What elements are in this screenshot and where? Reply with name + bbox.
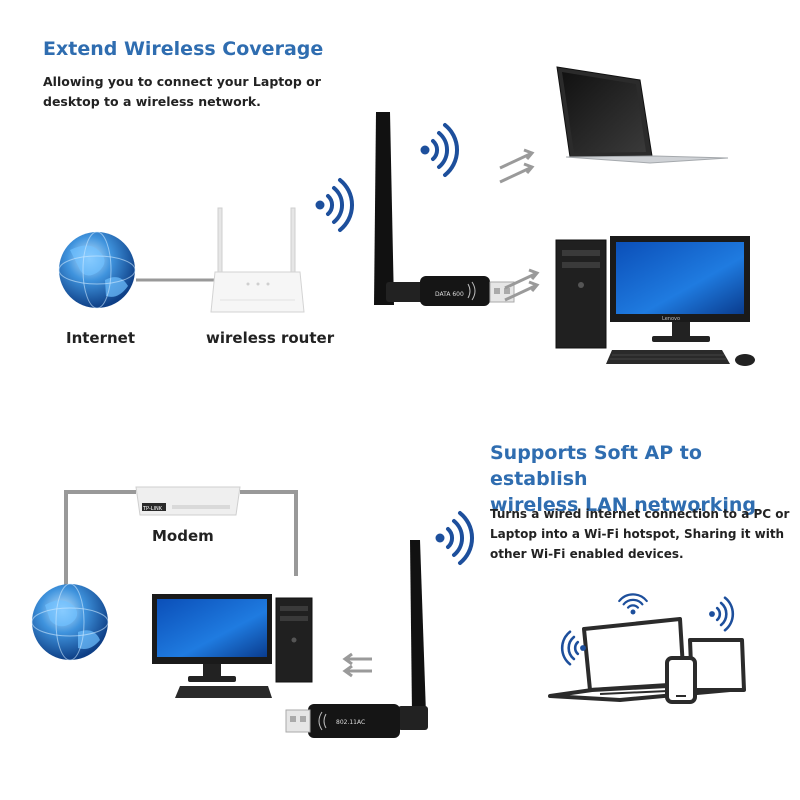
laptop-icon bbox=[688, 638, 746, 692]
arrow-icon bbox=[503, 268, 539, 290]
description-line: desktop to a wireless network. bbox=[43, 94, 261, 109]
usb-wifi-adapter-icon: 802.11AC bbox=[285, 540, 428, 738]
desktop-icon: Lenovo bbox=[555, 236, 755, 366]
usb-wifi-adapter-icon: DATA 600 bbox=[374, 112, 515, 306]
wifi-signal-icon bbox=[418, 123, 460, 177]
section-description: Allowing you to connect your Laptop or d… bbox=[43, 72, 321, 112]
globe-icon bbox=[58, 231, 136, 309]
label-modem: Modem bbox=[152, 527, 214, 545]
laptop-icon bbox=[556, 66, 729, 164]
monitor-brand: Lenovo bbox=[662, 316, 680, 322]
router-icon bbox=[210, 207, 305, 313]
arrow-icon bbox=[342, 652, 372, 678]
adapter-label: 802.11AC bbox=[336, 719, 365, 726]
section-title: Supports Soft AP to establish wireless L… bbox=[490, 440, 800, 518]
wifi-signal-icon bbox=[313, 178, 355, 232]
title-line: wireless LAN networking bbox=[490, 494, 757, 516]
title-line: Supports Soft AP to establish bbox=[490, 442, 702, 490]
label-router: wireless router bbox=[206, 329, 335, 347]
cable bbox=[64, 490, 136, 585]
modem-icon: TP-LINK bbox=[135, 486, 241, 516]
description-line: other Wi-Fi enabled devices. bbox=[490, 547, 684, 561]
description-line: Allowing you to connect your Laptop or bbox=[43, 74, 321, 89]
adapter-label: DATA 600 bbox=[435, 291, 464, 298]
section-description: Turns a wired internet connection to a P… bbox=[490, 504, 789, 564]
smartphone-icon bbox=[665, 656, 697, 704]
description-line: Turns a wired internet connection to a P… bbox=[490, 507, 790, 521]
description-line: Laptop into a Wi-Fi hotspot, Sharing it … bbox=[490, 527, 785, 541]
cable bbox=[240, 490, 298, 576]
wifi-signal-icon bbox=[433, 511, 475, 565]
modem-brand: TP-LINK bbox=[142, 506, 163, 512]
label-internet: Internet bbox=[66, 329, 136, 347]
section-title: Extend Wireless Coverage bbox=[43, 38, 324, 60]
globe-icon bbox=[31, 583, 109, 661]
desktop-icon bbox=[152, 594, 313, 698]
